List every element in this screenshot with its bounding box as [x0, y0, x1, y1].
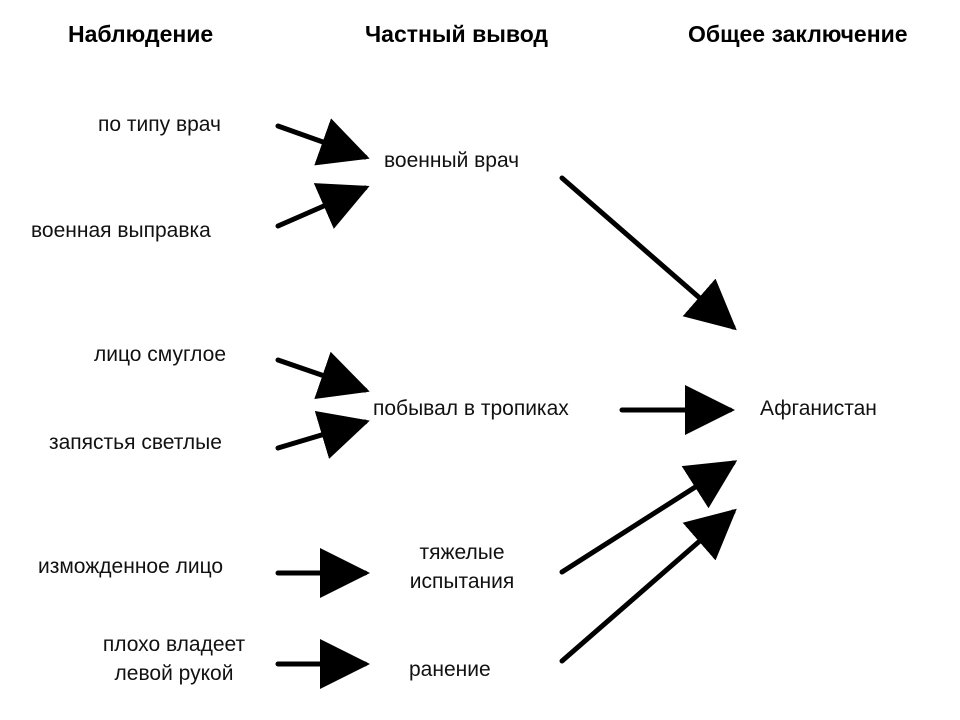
observation-military-bearing: военная выправка — [31, 219, 211, 242]
arrow-doctor-type-to-military-doctor — [275, 118, 370, 166]
arrow-hardships-to-afghanistan — [559, 460, 738, 575]
arrow-light-wrists-to-tropics — [275, 410, 370, 459]
observation-tanned-face: лицо смуглое — [94, 343, 227, 366]
header-observation: Наблюдение — [68, 21, 214, 47]
partial-hardships: тяжелые испытания — [410, 538, 514, 596]
header-partial-conclusion: Частный вывод — [365, 21, 549, 47]
arrow-wound-to-afghanistan — [559, 508, 737, 664]
partial-wound: ранение — [409, 658, 491, 681]
observation-light-wrists: запястья светлые — [49, 431, 222, 454]
arrow-tanned-face-to-tropics — [275, 351, 370, 399]
general-conclusion-afghanistan: Афганистан — [760, 397, 877, 420]
observation-by-type-doctor: по типу врач — [98, 113, 221, 136]
partial-hardships-line1: тяжелые — [419, 541, 505, 564]
observation-poor-left-hand: плохо владеет левой рукой — [103, 630, 245, 688]
partial-visited-tropics: побывал в тропиках — [373, 397, 569, 420]
observation-poor-left-hand-line2: левой рукой — [114, 662, 234, 685]
arrow-military-doctor-to-afghanistan — [559, 175, 737, 331]
partial-military-doctor: военный врач — [384, 149, 520, 172]
header-general-conclusion: Общее заключение — [688, 21, 908, 47]
observation-exhausted-face: изможденное лицо — [38, 555, 224, 578]
observation-poor-left-hand-line1: плохо владеет — [102, 633, 246, 656]
partial-hardships-line2: испытания — [409, 570, 515, 593]
arrow-bearing-to-military-doctor — [275, 183, 370, 229]
